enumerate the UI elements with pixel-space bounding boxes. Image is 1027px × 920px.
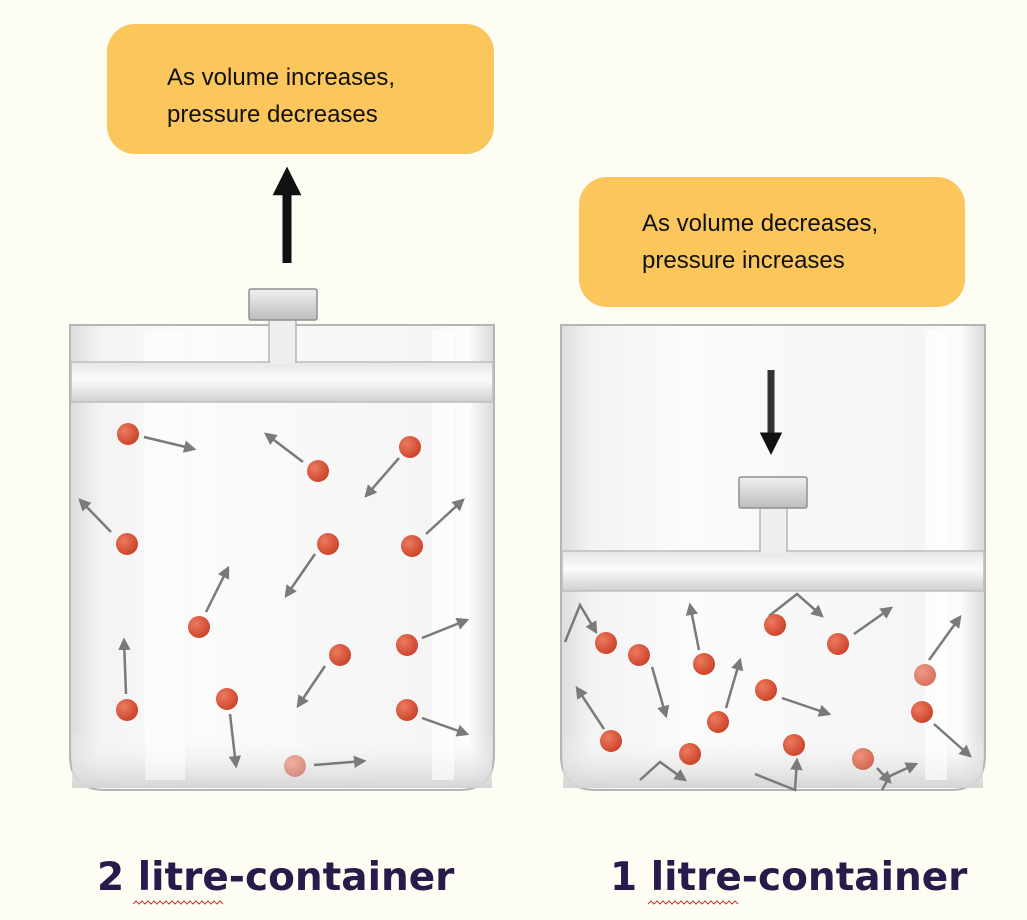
molecule bbox=[396, 699, 418, 721]
molecule bbox=[399, 436, 421, 458]
callout-left-box bbox=[107, 24, 494, 154]
molecule bbox=[693, 653, 715, 675]
molecule bbox=[595, 632, 617, 654]
molecule bbox=[396, 634, 418, 656]
right-piston bbox=[561, 505, 985, 592]
callout-right-line2: pressure increases bbox=[642, 247, 845, 274]
molecule bbox=[284, 755, 306, 777]
piston-knob-icon bbox=[248, 288, 318, 321]
molecule bbox=[216, 688, 238, 710]
caption-right: 1 litre-container bbox=[610, 855, 968, 900]
molecule bbox=[116, 699, 138, 721]
piston-knob-icon bbox=[738, 476, 808, 509]
molecule bbox=[307, 460, 329, 482]
molecule bbox=[707, 711, 729, 733]
molecule bbox=[764, 614, 786, 636]
molecule bbox=[783, 734, 805, 756]
left-molecules bbox=[78, 423, 470, 777]
molecule bbox=[317, 533, 339, 555]
callout-left-line2: pressure decreases bbox=[167, 101, 378, 128]
molecule bbox=[679, 743, 701, 765]
callout-right-line1: As volume decreases, bbox=[642, 210, 879, 237]
molecule bbox=[911, 701, 933, 723]
caption-left: 2 litre-container bbox=[97, 855, 455, 900]
molecule bbox=[852, 748, 874, 770]
molecule bbox=[600, 730, 622, 752]
left-container bbox=[69, 324, 495, 791]
right-molecules bbox=[563, 592, 972, 792]
molecule bbox=[914, 664, 936, 686]
left-piston bbox=[70, 317, 494, 403]
molecule bbox=[827, 633, 849, 655]
callout-left: As volume increases, pressure decreases bbox=[107, 24, 494, 154]
molecule bbox=[755, 679, 777, 701]
callout-right: As volume decreases, pressure increases bbox=[579, 177, 965, 307]
molecule bbox=[117, 423, 139, 445]
callout-right-box bbox=[579, 177, 965, 307]
callout-left-line1: As volume increases, bbox=[167, 64, 396, 91]
molecule bbox=[116, 533, 138, 555]
molecule bbox=[329, 644, 351, 666]
molecule bbox=[188, 616, 210, 638]
molecule bbox=[628, 644, 650, 666]
molecule bbox=[401, 535, 423, 557]
spellcheck-underline-right bbox=[648, 900, 739, 905]
spellcheck-underline-left bbox=[133, 900, 224, 905]
